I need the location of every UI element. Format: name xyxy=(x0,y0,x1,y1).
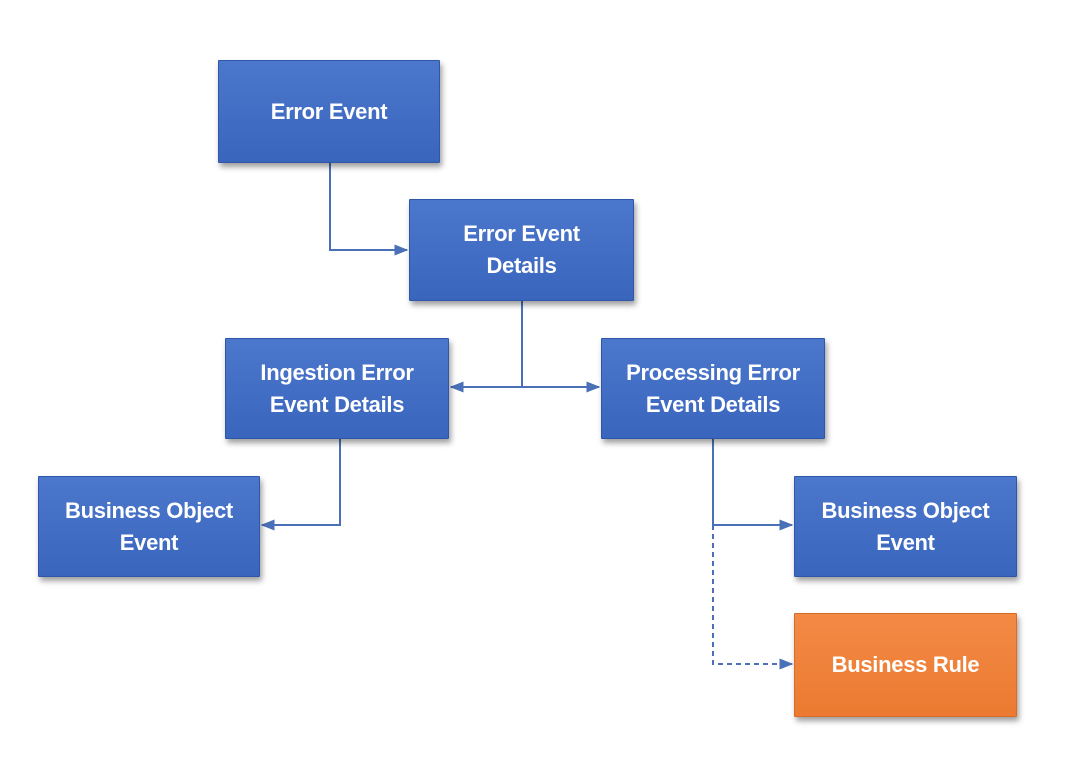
node-business-object-event-right: Business Object Event xyxy=(794,476,1017,577)
connector-processing-to-business-rule xyxy=(712,525,794,670)
node-label: Business Object Event xyxy=(65,497,233,555)
node-error-event: Error Event xyxy=(218,60,440,163)
connector-ingestion-to-business-object xyxy=(260,439,341,531)
connector-processing-to-business-object xyxy=(712,439,794,531)
node-processing-error-event-details: Processing Error Event Details xyxy=(601,338,825,439)
node-business-object-event-left: Business Object Event xyxy=(38,476,260,577)
node-ingestion-error-event-details: Ingestion Error Event Details xyxy=(225,338,449,439)
node-business-rule: Business Rule xyxy=(794,613,1017,717)
connector-error-event-to-details xyxy=(329,163,409,256)
node-label: Error Event Details xyxy=(463,221,580,278)
node-label: Business Object Event xyxy=(821,497,990,555)
node-error-event-details: Error Event Details xyxy=(409,199,634,301)
node-label: Ingestion Error Event Details xyxy=(260,359,414,417)
node-label: Processing Error Event Details xyxy=(626,359,800,417)
node-label: Error Event xyxy=(270,98,388,124)
node-label: Business Rule xyxy=(831,652,980,677)
